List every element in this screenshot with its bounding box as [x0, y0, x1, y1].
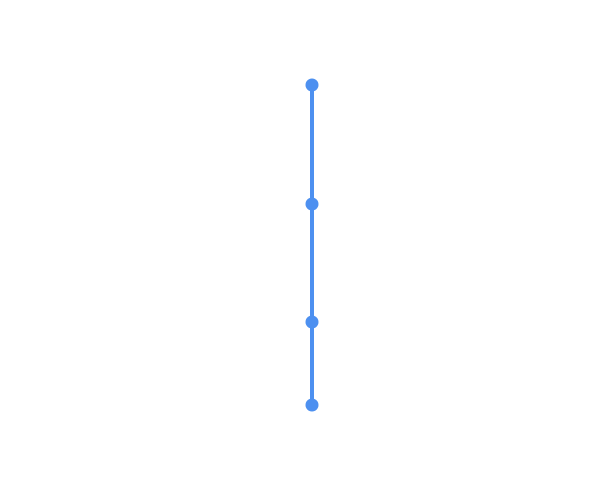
node-3[interactable] — [305, 315, 319, 329]
node-1[interactable] — [305, 78, 319, 92]
node-4[interactable] — [305, 398, 319, 412]
node-2[interactable] — [305, 197, 319, 211]
